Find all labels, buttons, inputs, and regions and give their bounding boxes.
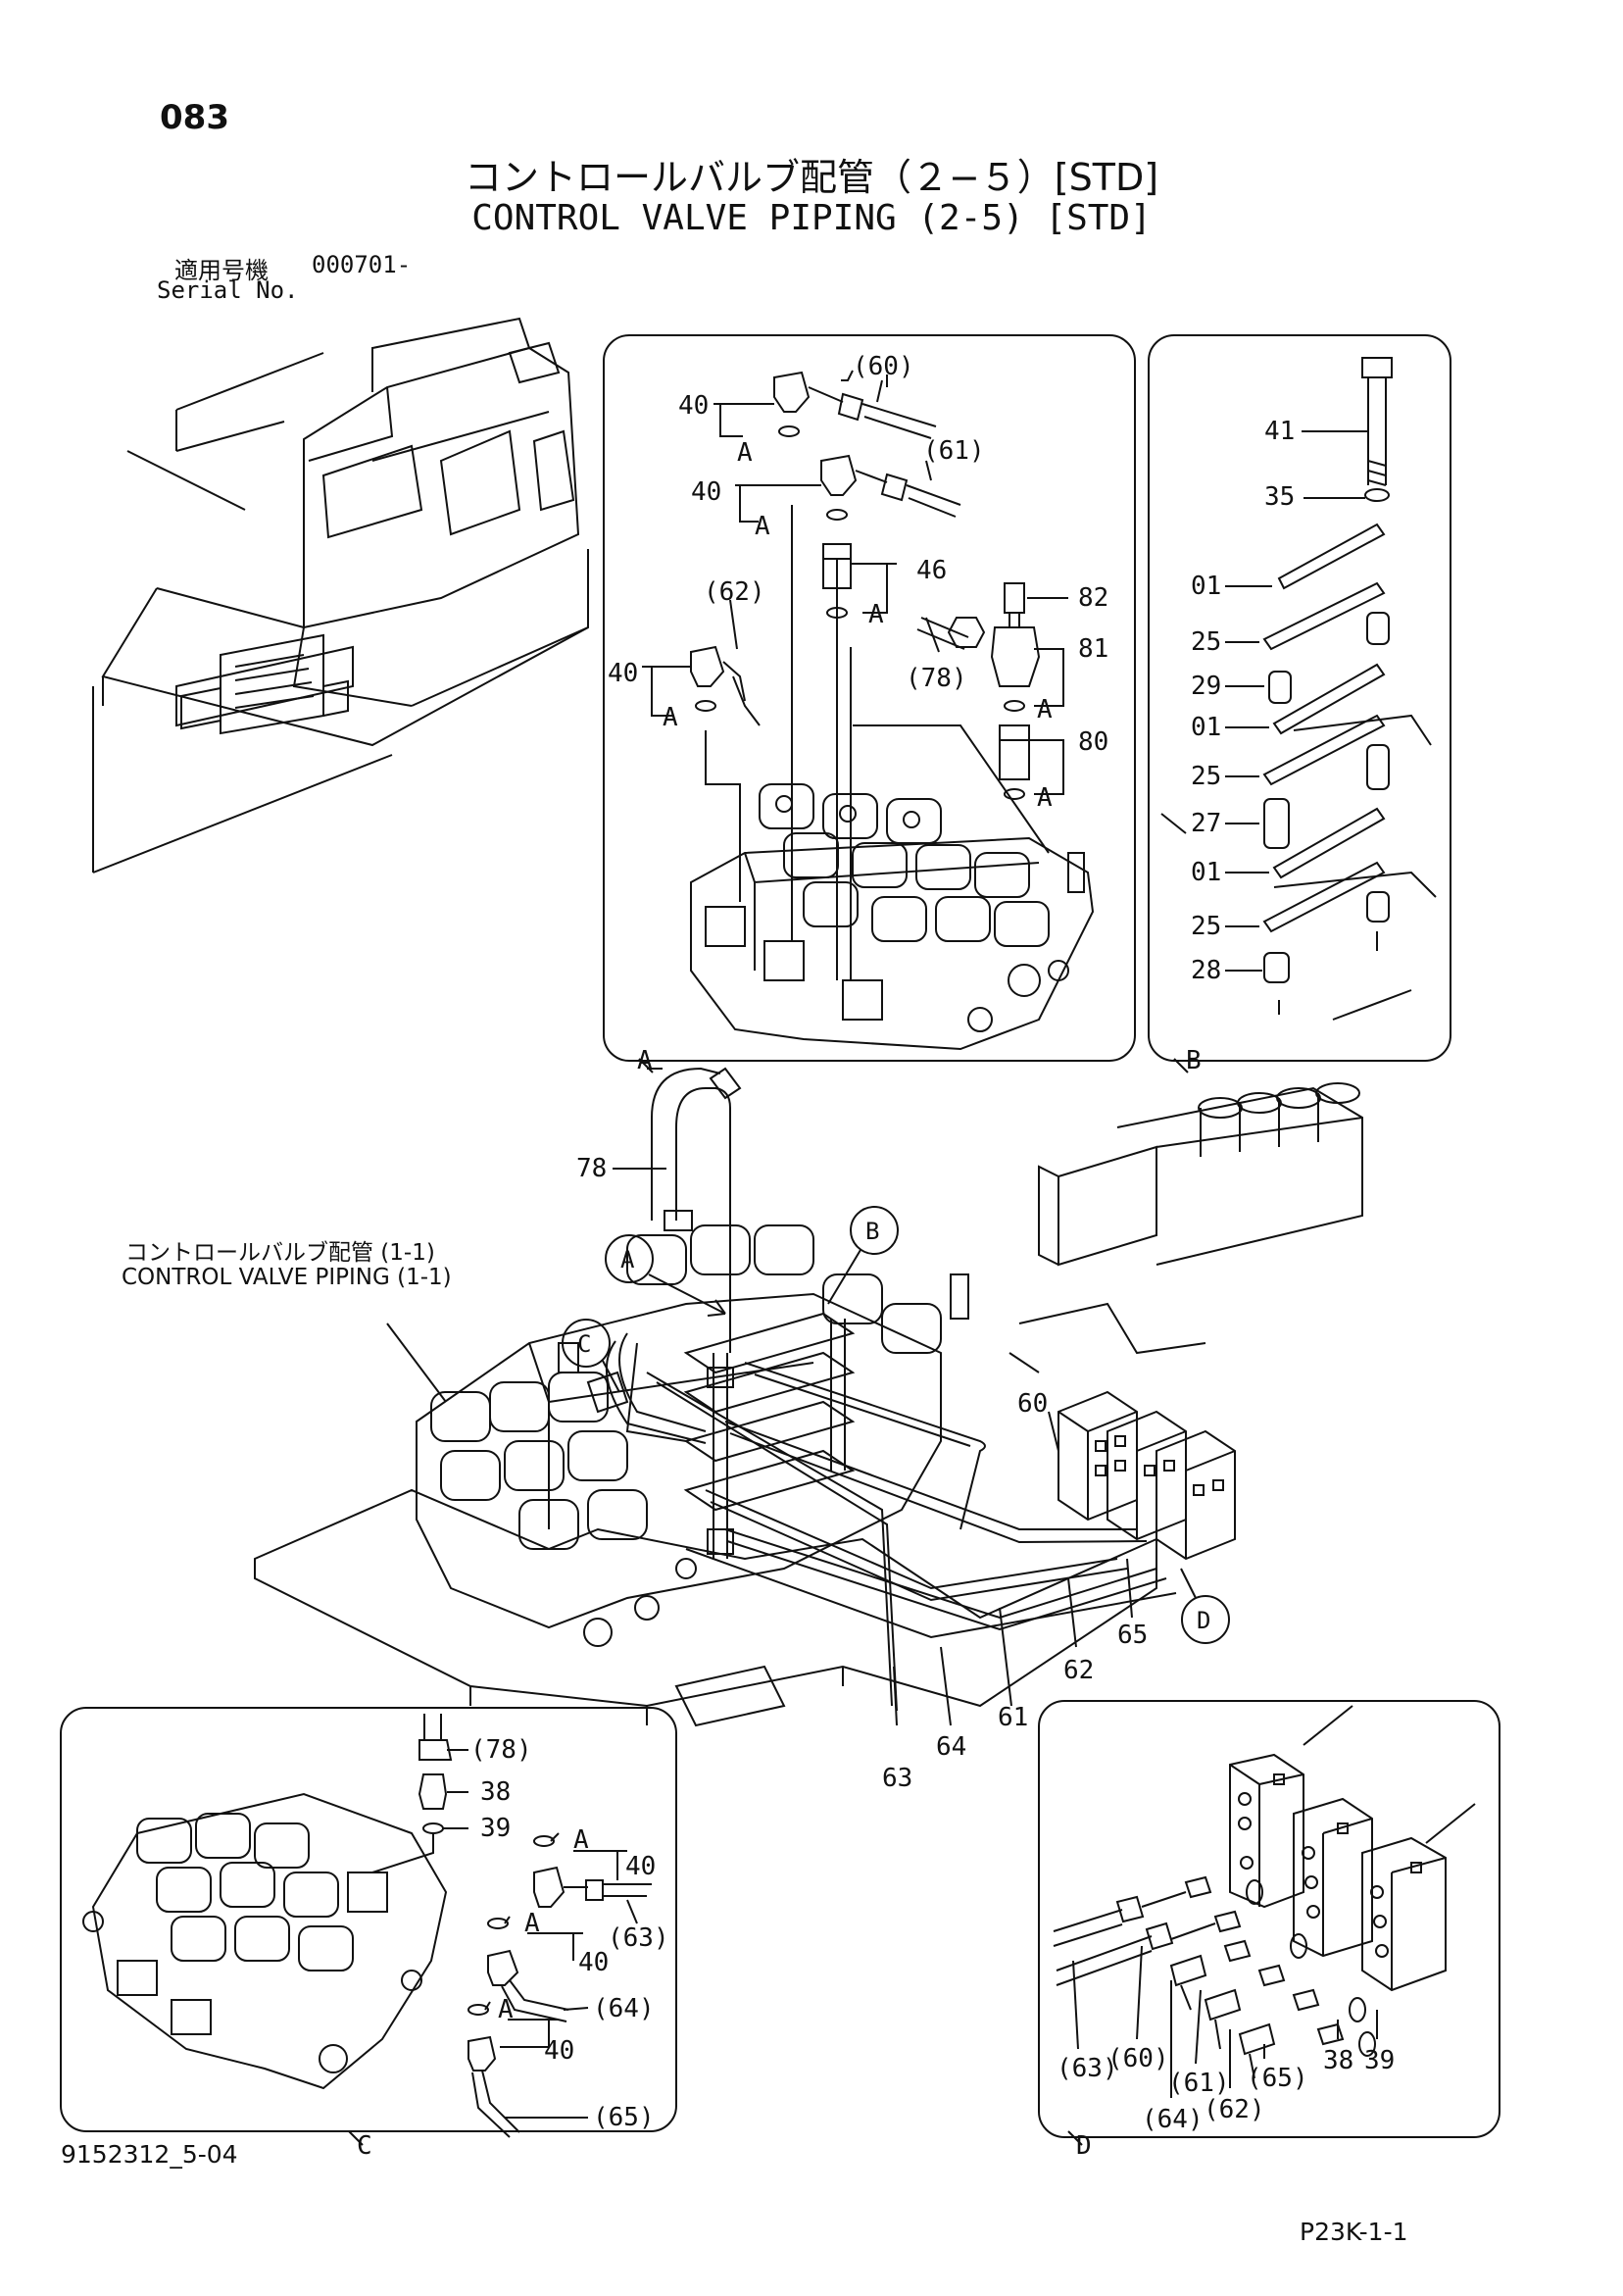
label-main-78: 78 (576, 1154, 607, 1183)
label-a-78: (78) (906, 664, 967, 693)
label-d-64: (64) (1142, 2105, 1204, 2134)
label-a-A-2: A (755, 512, 770, 541)
label-b-27: 27 (1191, 809, 1221, 838)
detail-panel-b (1148, 334, 1451, 1073)
label-a-A-5: A (1037, 695, 1053, 724)
label-d-62: (62) (1204, 2095, 1265, 2124)
reference-code: P23K-1-1 (1300, 2218, 1408, 2246)
label-d-61: (61) (1168, 2069, 1230, 2098)
panel-c-frame (60, 1707, 677, 2132)
label-b-01-2: 01 (1191, 713, 1221, 742)
detail-panel-d (1038, 1700, 1500, 2146)
label-main-64: 64 (936, 1732, 966, 1762)
label-a-A-3: A (868, 600, 884, 629)
label-b-25-3: 25 (1191, 912, 1221, 941)
panel-d-frame (1038, 1700, 1500, 2138)
label-c-A-1: A (573, 1825, 589, 1855)
label-main-63: 63 (882, 1764, 912, 1793)
callout-d-label: D (1197, 1607, 1210, 1634)
label-b-25-1: 25 (1191, 627, 1221, 657)
label-b-29: 29 (1191, 672, 1221, 701)
label-c-64: (64) (593, 1994, 655, 2023)
label-c-63: (63) (608, 1923, 669, 1953)
label-a-61: (61) (923, 436, 985, 466)
label-c-40-1: 40 (625, 1852, 656, 1881)
label-d-39: 39 (1364, 2046, 1395, 2075)
label-a-82: 82 (1078, 583, 1108, 613)
label-b-35: 35 (1264, 482, 1295, 512)
label-main-62: 62 (1063, 1656, 1094, 1685)
callout-b[interactable] (827, 1206, 899, 1305)
reference-note-en: CONTROL VALVE PIPING (1-1) (122, 1265, 452, 1290)
label-b-28: 28 (1191, 956, 1221, 985)
label-b-41: 41 (1264, 417, 1295, 446)
label-c-38: 38 (480, 1777, 511, 1807)
label-c-40-2: 40 (578, 1948, 609, 1977)
label-c-78: (78) (470, 1735, 532, 1765)
label-a-81: 81 (1078, 634, 1108, 664)
label-a-A-1: A (737, 438, 753, 468)
document-code: 9152312_5-04 (61, 2140, 238, 2169)
label-a-A-4: A (663, 703, 678, 732)
label-main-61: 61 (998, 1703, 1028, 1732)
label-d-38: 38 (1323, 2046, 1353, 2075)
label-c-A-2: A (524, 1909, 540, 1938)
serial-label-jp: 適用号機 (174, 257, 269, 284)
panel-d-tag: D (1076, 2131, 1092, 2161)
label-main-65: 65 (1117, 1621, 1148, 1650)
callout-c[interactable] (562, 1319, 620, 1393)
label-a-40-3: 40 (608, 659, 638, 688)
callout-d[interactable] (1180, 1568, 1230, 1644)
label-main-60: 60 (1017, 1389, 1048, 1419)
main-assembly (254, 1067, 1363, 1727)
label-d-65: (65) (1247, 2064, 1308, 2093)
label-a-40-2: 40 (691, 477, 721, 507)
page-number: 083 (160, 98, 229, 137)
label-a-80: 80 (1078, 727, 1108, 757)
label-d-63: (63) (1057, 2054, 1118, 2083)
label-c-A-3: A (498, 1995, 514, 2024)
label-b-01-3: 01 (1191, 858, 1221, 887)
detail-panel-a (603, 334, 1136, 1073)
machine-overview (92, 317, 589, 873)
label-c-65: (65) (593, 2103, 655, 2132)
label-a-62: (62) (704, 577, 765, 607)
diagram-labels: 40 40 40 A A A A A A (60) (61) (62) 46 8… (357, 352, 1395, 2161)
panel-a-tag: A (637, 1046, 653, 1075)
detail-panel-c (60, 1707, 677, 2146)
serial-value: 000701- (312, 251, 412, 278)
panel-b-frame (1148, 334, 1451, 1062)
label-c-39: 39 (480, 1814, 511, 1843)
label-a-40-1: 40 (678, 391, 709, 421)
label-c-40-3: 40 (544, 2036, 574, 2066)
callout-a-label: A (620, 1246, 635, 1273)
label-a-A-6: A (1037, 783, 1053, 813)
callout-c-label: C (577, 1330, 591, 1358)
callout-b-label: B (865, 1218, 879, 1245)
reference-note-jp: コントロールバルブ配管 (1-1) (125, 1240, 435, 1266)
label-d-60: (60) (1107, 2044, 1169, 2073)
panel-b-tag: B (1186, 1046, 1202, 1075)
page-title-en: CONTROL VALVE PIPING (2-5) [STD] (471, 198, 1152, 238)
panel-a-frame (603, 334, 1136, 1062)
label-a-46: 46 (916, 556, 947, 585)
label-a-60: (60) (853, 352, 914, 381)
serial-label-en: Serial No. (157, 276, 299, 304)
panel-c-tag: C (357, 2131, 372, 2161)
page-title-jp: コントロールバルブ配管（２−５）[STD] (464, 156, 1159, 199)
label-b-01-1: 01 (1191, 572, 1221, 601)
label-b-25-2: 25 (1191, 762, 1221, 791)
callout-a[interactable] (605, 1234, 726, 1317)
